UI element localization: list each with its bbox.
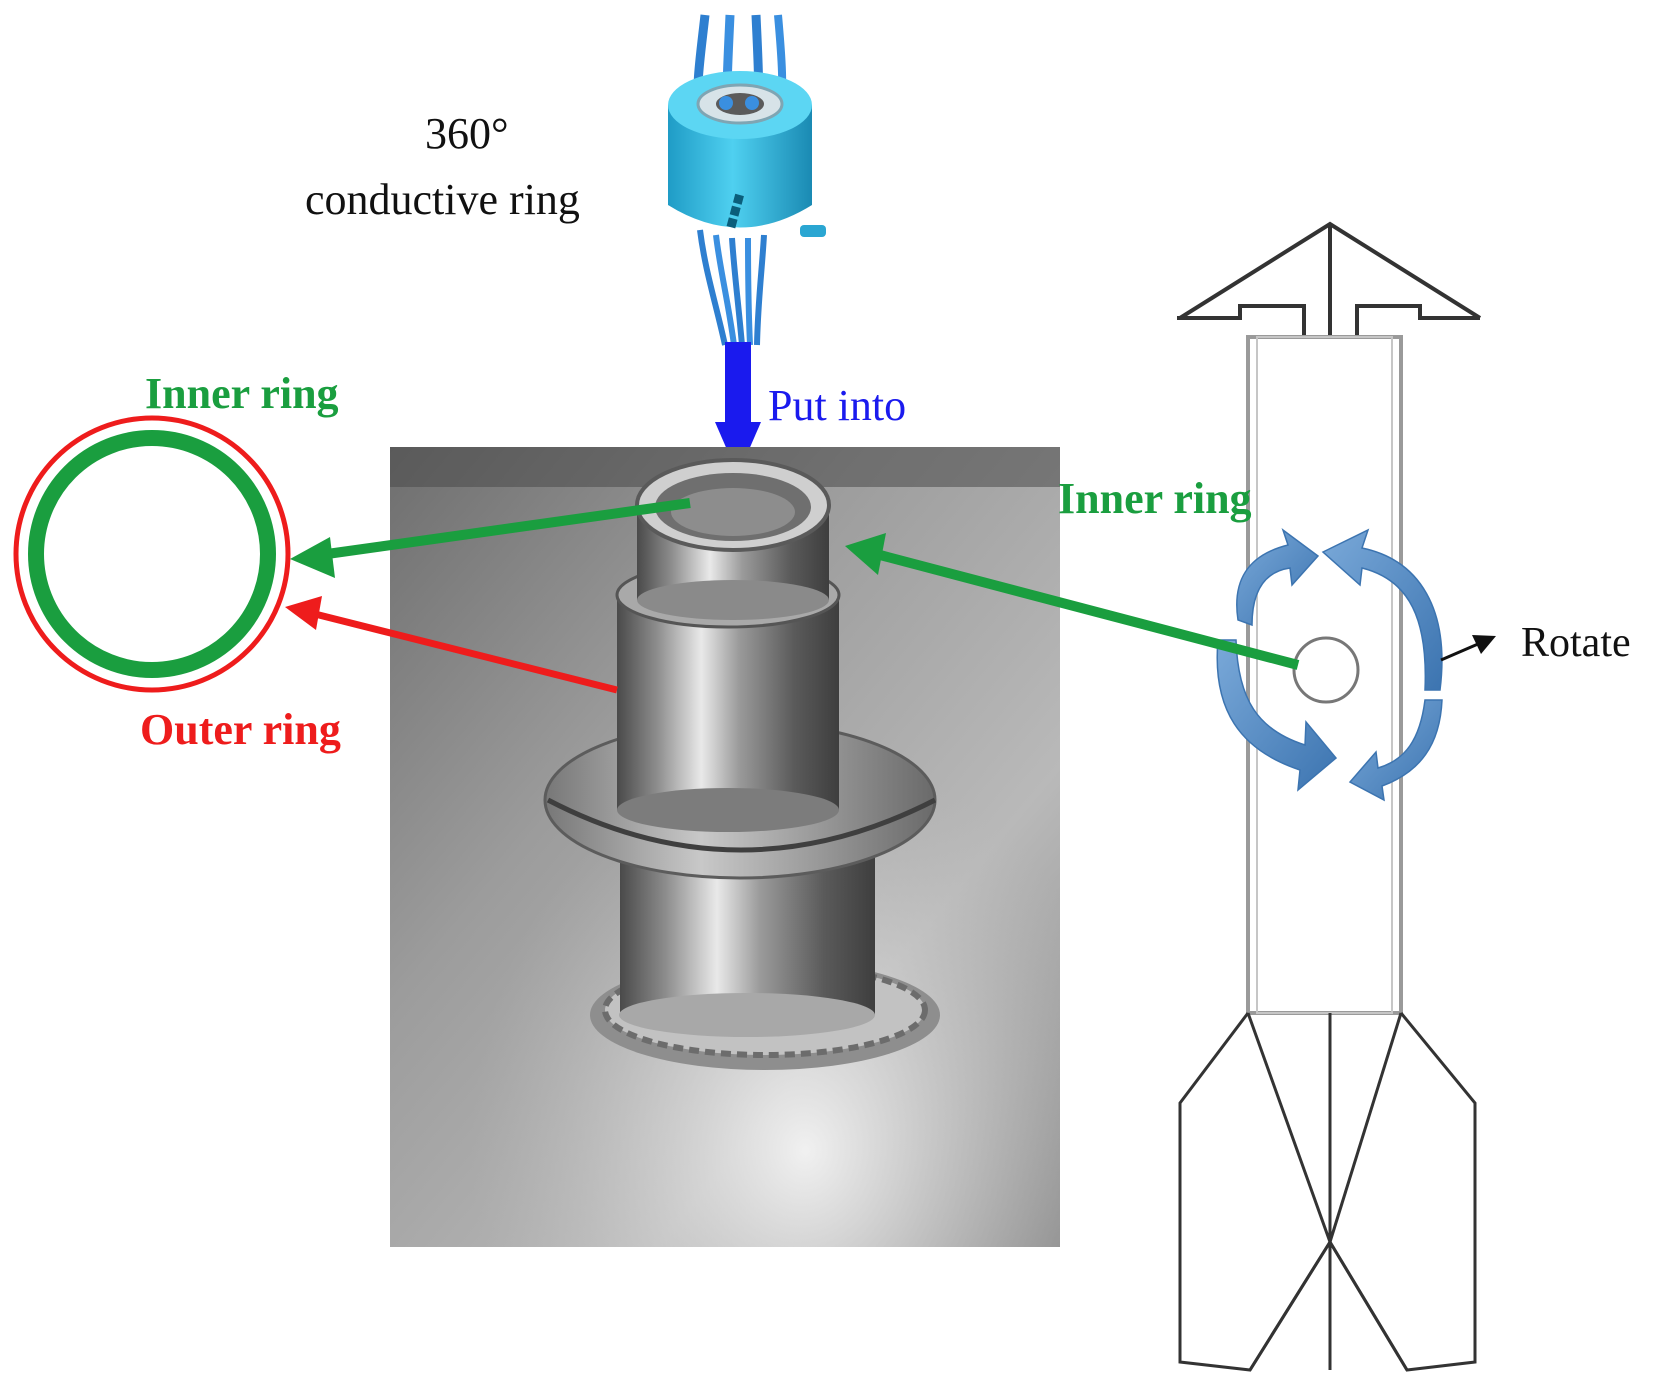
rotate-pointer-arrow-icon bbox=[1440, 635, 1496, 662]
rotate-label: Rotate bbox=[1521, 620, 1631, 666]
slip-ring-title-label: 360° bbox=[425, 109, 509, 158]
slip-ring-subtitle-label: conductive ring bbox=[305, 175, 580, 224]
inner-ring-arrow-left-icon bbox=[290, 498, 691, 578]
outer-ring-circle bbox=[13, 415, 291, 693]
inner-ring-arrow-right-icon bbox=[845, 533, 1300, 670]
put-into-label: Put into bbox=[768, 381, 907, 430]
inner-ring-right-label: Inner ring bbox=[1058, 474, 1252, 523]
ring-cross-section-diagram bbox=[13, 415, 291, 693]
electrode-pipe-photo bbox=[390, 447, 1060, 1247]
inner-ring-left-label: Inner ring bbox=[145, 369, 339, 418]
rotating-probe-drawing bbox=[1177, 221, 1482, 1372]
inner-ring-circle bbox=[28, 430, 276, 678]
slip-ring-icon: ▪▪▪ bbox=[668, 14, 826, 346]
outer-ring-arrow-icon bbox=[285, 596, 618, 694]
outer-ring-left-label: Outer ring bbox=[140, 705, 341, 754]
rotation-axis-hole bbox=[1292, 636, 1360, 704]
rotation-arrows-icon bbox=[1216, 527, 1443, 802]
